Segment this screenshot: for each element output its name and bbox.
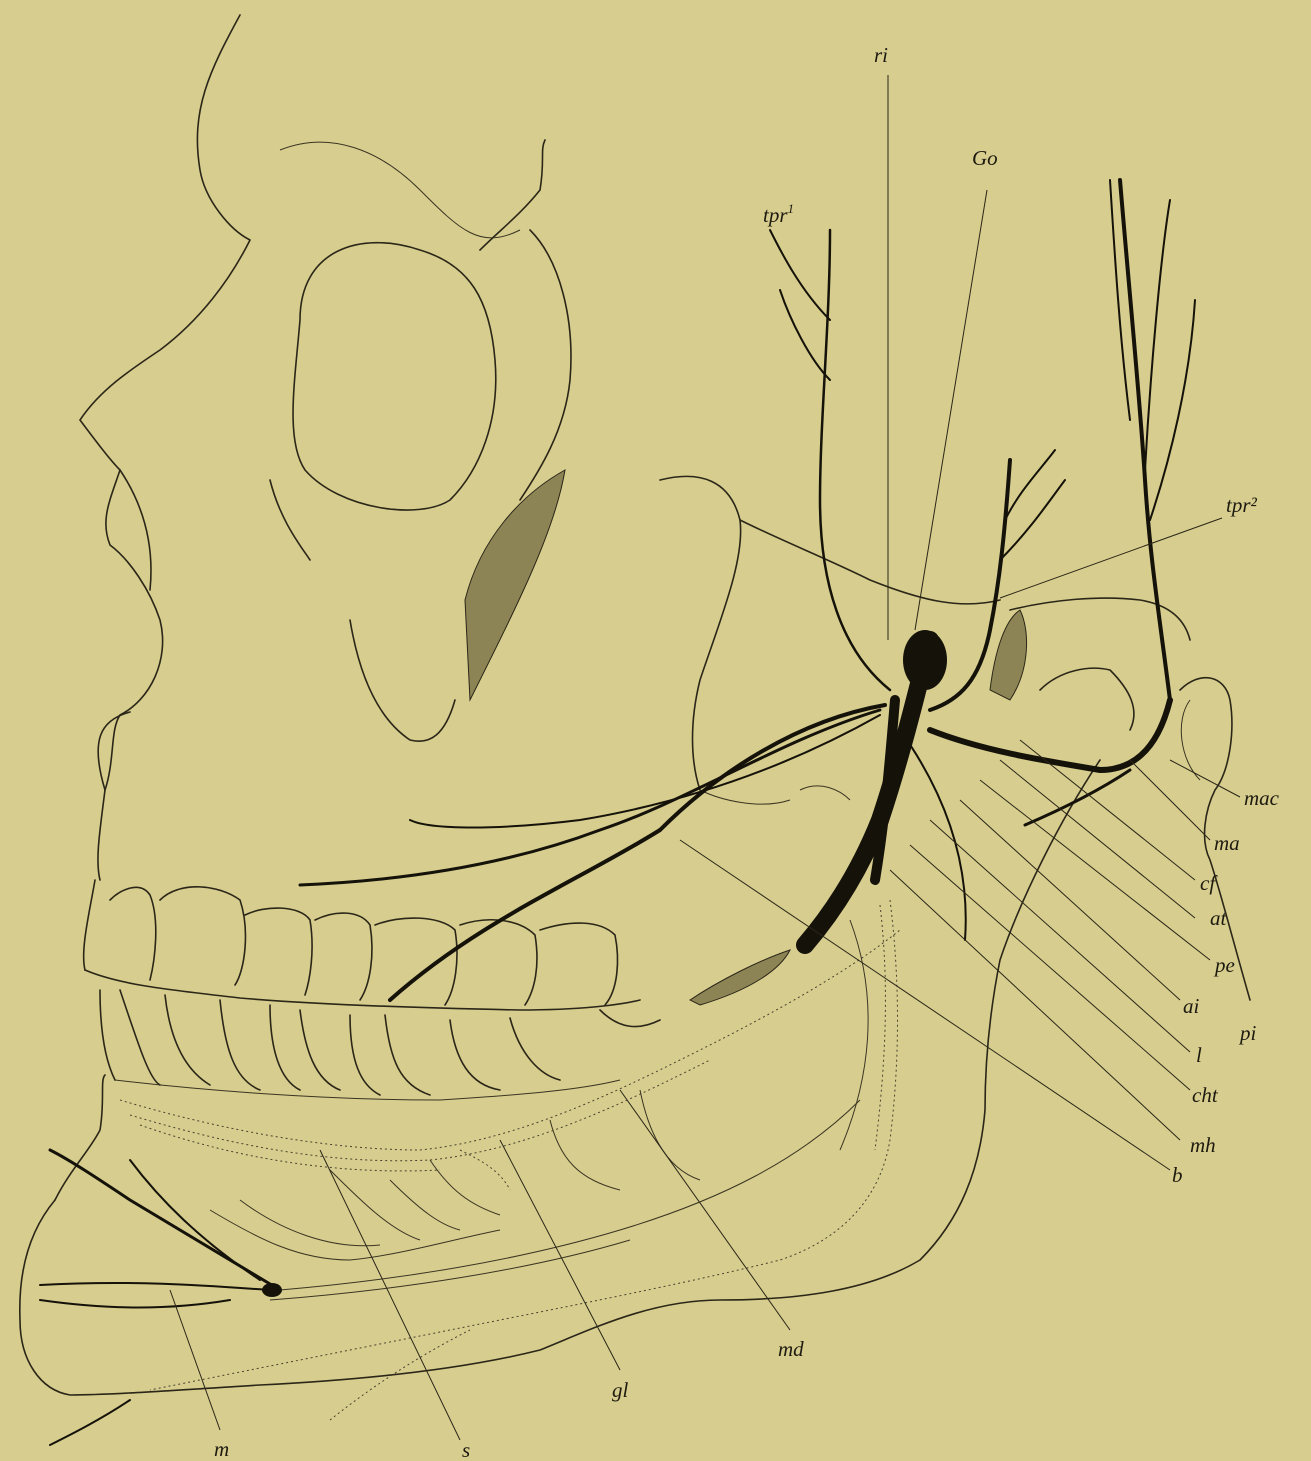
teeth [84, 880, 660, 1100]
labels: ri Go tpr1 tpr² mac ma cf at pe ai pi l … [214, 43, 1280, 1461]
label-gl: gl [612, 1378, 629, 1402]
label-ri: ri [874, 43, 888, 67]
label-Go: Go [972, 146, 998, 170]
label-pe: pe [1213, 953, 1235, 977]
label-ma: ma [1214, 831, 1240, 855]
label-mh: mh [1190, 1133, 1216, 1157]
label-md: md [778, 1337, 804, 1361]
label-l: l [1196, 1043, 1202, 1067]
label-cht: cht [1192, 1083, 1219, 1107]
label-tpr1: tpr1 [763, 201, 794, 227]
label-s: s [462, 1438, 470, 1461]
label-m: m [214, 1437, 229, 1461]
label-cf: cf [1200, 871, 1218, 895]
skull-outline [20, 15, 1250, 1395]
label-tpr2: tpr² [1226, 493, 1258, 517]
label-pi: pi [1238, 1021, 1257, 1045]
label-at: at [1210, 906, 1228, 930]
label-ai: ai [1183, 994, 1200, 1018]
coronoid-hatch [690, 950, 790, 1005]
articular-hatch [990, 610, 1027, 700]
label-b: b [1172, 1163, 1183, 1187]
leader-lines [170, 75, 1240, 1440]
label-mac: mac [1244, 786, 1280, 810]
